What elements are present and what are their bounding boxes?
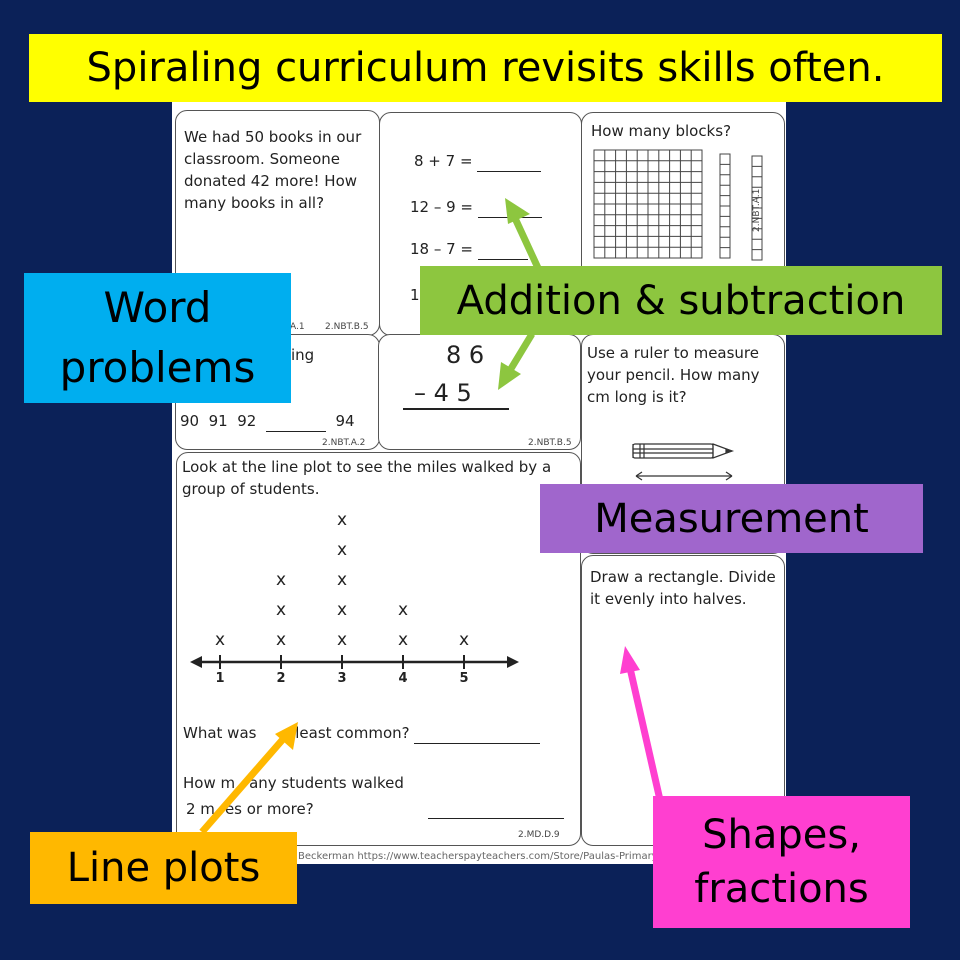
shapes-fractions-label: Shapes, fractions <box>653 796 910 928</box>
axis-tick-mark <box>402 655 404 669</box>
addition-arrow-down <box>498 332 535 390</box>
shapes-arrow <box>620 646 664 801</box>
line-plot-arrow <box>199 722 298 835</box>
axis-tick-label: 2 <box>276 671 286 686</box>
plot-x-mark: x <box>458 630 470 650</box>
axis-tick-mark <box>219 655 221 669</box>
books-problem-text: We had 50 books in our classroom. Someon… <box>184 128 362 212</box>
plot-x-mark: x <box>336 510 348 530</box>
axis-tick-label: 4 <box>398 671 408 686</box>
axis-tick-label: 5 <box>459 671 469 686</box>
pencil-icon <box>632 443 734 481</box>
plot-x-mark: x <box>275 570 287 590</box>
axis-tick-label: 1 <box>215 671 225 686</box>
addition-subtraction-label: Addition & subtraction <box>420 266 942 335</box>
axis-tick-mark <box>280 655 282 669</box>
number-line <box>190 656 519 668</box>
axis-tick-mark <box>463 655 465 669</box>
axis-tick-label: 3 <box>337 671 347 686</box>
number-sequence: 90 91 92 94 <box>180 412 355 432</box>
counting-prompt: ing <box>291 346 315 364</box>
base-ten-blocks <box>593 149 731 259</box>
addition-arrow-up <box>505 198 542 270</box>
plot-x-mark: x <box>397 600 409 620</box>
plot-x-mark: x <box>275 600 287 620</box>
subtraction-box <box>378 334 581 450</box>
plot-x-mark: x <box>336 540 348 560</box>
standard-code: 2.NBT.B.5 <box>528 438 572 448</box>
fact-1: 8 + 7 = <box>414 150 542 172</box>
standard-code: A.1 <box>290 322 305 332</box>
subtraction-line <box>403 408 509 410</box>
plot-x-mark: x <box>275 630 287 650</box>
subtraction-top: 8 6 <box>446 341 485 369</box>
rectangle-prompt: Draw a rectangle. Divide it evenly into … <box>590 568 776 608</box>
answer-line <box>428 818 564 819</box>
line-plots-label: Line plots <box>30 832 297 904</box>
ten-rod <box>751 155 763 261</box>
plot-x-mark: x <box>336 600 348 620</box>
plot-x-mark: x <box>336 630 348 650</box>
measurement-label: Measurement <box>540 484 923 553</box>
subtraction-bottom: – 4 5 <box>414 379 472 407</box>
footer-credit: Beckerman https://www.teacherspayteacher… <box>298 851 662 862</box>
standard-code: 2.MD.D.9 <box>518 830 560 840</box>
ruler-prompt: Use a ruler to measure your pencil. How … <box>587 344 760 406</box>
line-plot-prompt: Look at the line plot to see the miles w… <box>182 458 552 498</box>
banner: Spiraling curriculum revisits skills oft… <box>29 34 942 102</box>
standard-code: 2.NBT.A.2 <box>322 438 366 448</box>
standard-code: 2.NBT.B.5 <box>325 322 369 332</box>
word-problems-label: Word problems <box>24 273 291 403</box>
plot-x-mark: x <box>336 570 348 590</box>
fact-3: 18 – 7 = <box>410 238 528 260</box>
plot-x-mark: x <box>214 630 226 650</box>
axis-tick-mark <box>341 655 343 669</box>
blocks-question: How many blocks? <box>591 122 732 140</box>
plot-x-mark: x <box>397 630 409 650</box>
